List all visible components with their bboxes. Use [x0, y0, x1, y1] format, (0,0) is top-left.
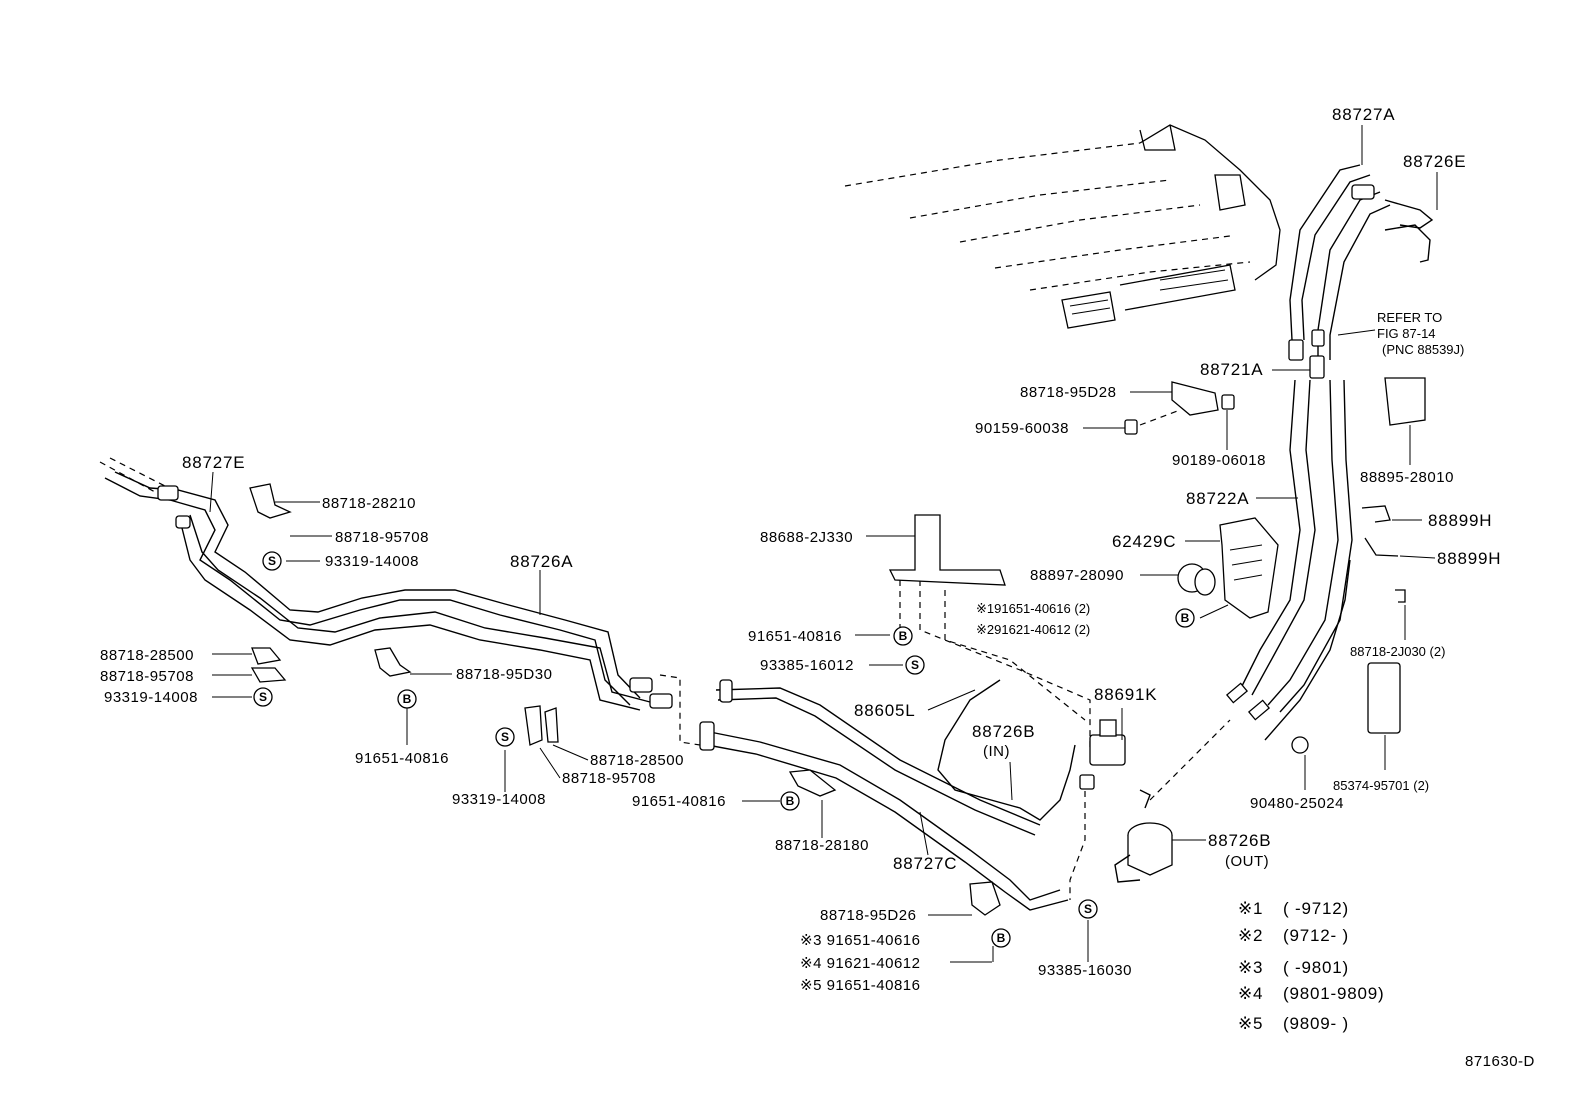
part-label: 90159-60038 [975, 420, 1069, 437]
part-label: 88718-28500 [100, 647, 194, 664]
screw-symbol: S [495, 727, 515, 747]
part-label: 88605L [854, 701, 916, 720]
note-mark: ※1 [1238, 899, 1263, 918]
screw-symbol: S [253, 687, 273, 707]
part-label: 88722A [1186, 489, 1249, 508]
vertical-pipes-right [1225, 164, 1434, 741]
part-label: 91651-40816 [748, 628, 842, 645]
bolt-symbol: B [1175, 608, 1195, 628]
note-range: ( -9712) [1283, 899, 1349, 918]
note-range: (9712- ) [1283, 926, 1349, 945]
footnote-legend: ※1 ( -9712) ※2 (9712- ) ※3 ( -9801) ※4 (… [1238, 899, 1384, 1033]
part-label: 88688-2J330 [760, 529, 853, 546]
part-label: 88899H [1437, 549, 1501, 568]
part-label: 88718-95708 [100, 668, 194, 685]
part-label: 88726A [510, 552, 573, 571]
part-label: 90480-25024 [1250, 795, 1344, 812]
refer-note-line3: (PNC 88539J) [1382, 342, 1464, 357]
part-label: 88718-28210 [322, 495, 416, 512]
part-label: 90189-06018 [1172, 452, 1266, 469]
part-label: 88726B [972, 722, 1035, 741]
screw-symbol: S [262, 551, 282, 571]
svg-text:S: S [259, 690, 267, 704]
screw-symbol: S [1078, 899, 1098, 919]
part-label: 88727E [182, 453, 245, 472]
part-label: 88895-28010 [1360, 469, 1454, 486]
svg-text:B: B [997, 931, 1006, 945]
part-label: (OUT) [1225, 853, 1269, 870]
note-range: (9809- ) [1283, 1014, 1349, 1033]
svg-text:S: S [1084, 902, 1092, 916]
part-label: 88718-95D26 [820, 907, 916, 924]
bolt-symbol: B [397, 689, 417, 709]
part-label: 88718-95D28 [1020, 384, 1116, 401]
left-pipe-assembly [99, 457, 673, 711]
part-label: 88718-95708 [562, 770, 656, 787]
part-label: 85374-95701 (2) [1333, 778, 1429, 793]
bolt-symbol: B [893, 626, 913, 646]
svg-text:S: S [268, 554, 276, 568]
bolt-symbol: B [780, 791, 800, 811]
refer-note-line2: FIG 87-14 [1377, 326, 1436, 341]
part-label: 88726B [1208, 831, 1271, 850]
diagram-id: 871630-D [1465, 1053, 1535, 1070]
part-label: 88718-2J030 (2) [1350, 644, 1445, 659]
part-label: ※4 91621-40612 [800, 955, 921, 972]
part-label: 88718-28180 [775, 837, 869, 854]
part-labels: 88727A 88726E REFER TO FIG 87-14 (PNC 88… [100, 105, 1501, 994]
part-label: 93319-14008 [104, 689, 198, 706]
part-label: (IN) [983, 743, 1010, 760]
dashed-connection-lines [899, 580, 1231, 900]
part-label: 93319-14008 [325, 553, 419, 570]
part-label: 88726E [1403, 152, 1466, 171]
screw-symbol: S [905, 655, 925, 675]
part-label: 88899H [1428, 511, 1492, 530]
refer-note-line1: REFER TO [1377, 310, 1442, 325]
svg-text:B: B [1181, 611, 1190, 625]
svg-text:B: B [786, 794, 795, 808]
part-label: 88727C [893, 854, 957, 873]
svg-text:B: B [403, 692, 412, 706]
note-range: (9801-9809) [1283, 984, 1384, 1003]
mid-pipe-assembly [659, 674, 1076, 911]
part-label: ※3 91651-40616 [800, 932, 921, 949]
part-label: 62429C [1112, 532, 1176, 551]
part-label: ※191651-40616 (2) [976, 601, 1090, 616]
part-label: ※291621-40612 (2) [976, 622, 1090, 637]
part-label: 88718-28500 [590, 752, 684, 769]
part-label: 88691K [1094, 685, 1157, 704]
leader-lines [209, 125, 1438, 963]
note-mark: ※2 [1238, 926, 1263, 945]
part-label: 88718-95D30 [456, 666, 552, 683]
rear-ac-unit-housing [844, 124, 1281, 329]
note-range: ( -9801) [1283, 958, 1349, 977]
part-label: 88718-95708 [335, 529, 429, 546]
part-label: ※5 91651-40816 [800, 977, 921, 994]
note-mark: ※4 [1238, 984, 1263, 1003]
note-mark: ※5 [1238, 1014, 1263, 1033]
part-label: 88727A [1332, 105, 1395, 124]
fastener-symbols: S S B S B S B B B S [253, 551, 1195, 948]
svg-text:S: S [911, 658, 919, 672]
small-components [249, 377, 1426, 916]
part-label: 88897-28090 [1030, 567, 1124, 584]
svg-text:B: B [899, 629, 908, 643]
part-label: 91651-40816 [355, 750, 449, 767]
part-label: 93385-16012 [760, 657, 854, 674]
part-label: 91651-40816 [632, 793, 726, 810]
svg-text:S: S [501, 730, 509, 744]
part-label: 93385-16030 [1038, 962, 1132, 979]
part-label: 93319-14008 [452, 791, 546, 808]
bolt-symbol: B [991, 928, 1011, 948]
part-label: 88721A [1200, 360, 1263, 379]
note-mark: ※3 [1238, 958, 1263, 977]
